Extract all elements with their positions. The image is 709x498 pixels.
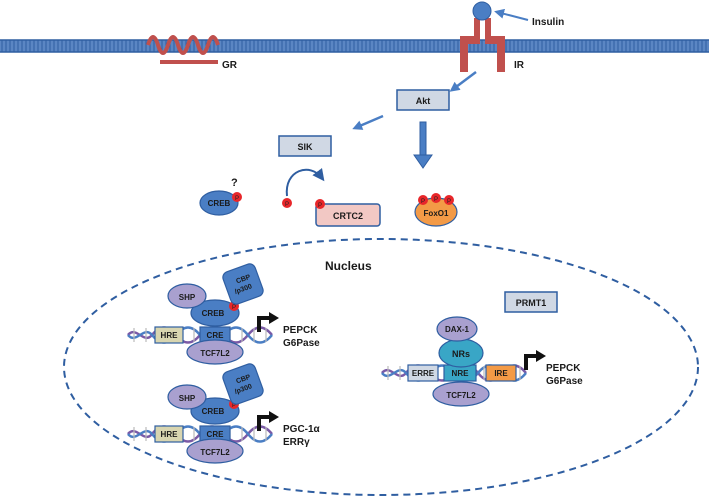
crtc2-box: CRTC2 (315, 203, 381, 227)
cbp-label-2: CBP (235, 374, 252, 386)
prmt1-box: PRMT1 (504, 291, 558, 313)
shp-1 (167, 283, 207, 309)
phospho-label: P (235, 196, 239, 202)
erre-label: ERRE (412, 369, 435, 378)
creb-label-1: CREB (202, 309, 225, 318)
free-phospho: P (282, 198, 292, 208)
nre-label: NRE (452, 369, 470, 378)
dax1-protein (436, 316, 478, 342)
target-gene-2b: ERRγ (283, 437, 310, 448)
hre-label-1: HRE (161, 331, 179, 340)
ire-box (485, 364, 517, 382)
phospho-label: P (434, 197, 438, 203)
cell-membrane (0, 39, 709, 53)
shp-2 (167, 384, 207, 410)
nucleus-title: Nucleus (325, 259, 372, 273)
cre-label-2: CRE (207, 430, 225, 439)
target-gene-1b: G6Pase (283, 338, 320, 349)
transcription-arrow-3 (524, 348, 548, 372)
sik-box: SIK (278, 135, 332, 157)
phospho-label: P (232, 403, 236, 409)
complex-1: HRE CRE TCF7L2 CREB P SHP CBP /p300 PEPC… (126, 263, 320, 365)
creb-nuclear-2 (190, 397, 240, 425)
target-gene-2a: PGC-1α (283, 424, 321, 435)
insulin-label: Insulin (532, 17, 564, 28)
gr-label: GR (222, 60, 238, 71)
crtc2-phospho-site: P (315, 199, 325, 209)
akt-box: Akt (396, 89, 450, 111)
tcf7l2-label-1: TCF7L2 (200, 349, 230, 358)
ir-to-akt-arrow (449, 71, 477, 92)
sik-phosphorylation-arrow (285, 168, 325, 197)
transcription-arrow-2 (257, 409, 281, 433)
creb-cytoplasm: CREB (199, 190, 239, 216)
nucleus-boundary (63, 238, 699, 496)
phospho-label: P (421, 199, 425, 205)
hre-label-2: HRE (161, 430, 179, 439)
tcf7l2-2 (186, 438, 244, 464)
sik-label: SIK (297, 142, 313, 152)
cbp-label-1: CBP (235, 274, 252, 286)
akt-to-sik-arrow (352, 114, 384, 130)
creb-cyto-label: CREB (208, 199, 231, 208)
creb-label-2: CREB (202, 407, 225, 416)
cbp-p300-1 (222, 263, 264, 305)
tcf7l2-label-3: TCF7L2 (446, 391, 476, 400)
foxo1-phospho-sites: P P P (418, 193, 454, 205)
phospho-label: P (285, 202, 289, 208)
phospho-label: P (232, 305, 236, 311)
ir-label: IR (514, 60, 525, 71)
foxo1-label: FoxO1 (424, 209, 449, 218)
creb-phospho-site: P (232, 192, 242, 202)
insulin-pointer-arrow (494, 8, 529, 21)
erre-box (407, 364, 439, 382)
prmt1-label: PRMT1 (516, 298, 547, 308)
nrs-label: NRs (452, 349, 470, 359)
phospho-label: P (447, 199, 451, 205)
phospho-label: P (318, 203, 322, 209)
target-gene-3a: PEPCK (546, 363, 581, 374)
complex-2: HRE CRE TCF7L2 CREB P SHP CBP /p300 PGC-… (126, 363, 321, 464)
hre-box-2 (154, 425, 184, 443)
hre-box-1 (154, 326, 184, 344)
insulin-receptor (460, 18, 505, 72)
tcf7l2-1 (186, 339, 244, 365)
transcription-arrow-1 (257, 310, 281, 334)
gr-receptor (146, 35, 220, 64)
tcf7l2-label-2: TCF7L2 (200, 448, 230, 457)
target-gene-1a: PEPCK (283, 325, 318, 336)
akt-label: Akt (416, 96, 431, 106)
tcf7l2-3 (432, 381, 490, 407)
cbp-p300-2 (222, 363, 264, 405)
dax1-label: DAX-1 (445, 325, 470, 334)
cre-label-1: CRE (207, 331, 225, 340)
insulin-ligand (472, 1, 492, 21)
target-gene-3b: G6Pase (546, 376, 583, 387)
shp-label-1: SHP (179, 293, 196, 302)
complex-3: ERRE NRE IRE TCF7L2 NRs DAX-1 PEPCK G6Pa… (380, 316, 583, 407)
creb-nuclear-1 (190, 299, 240, 327)
akt-to-foxo1-arrow (413, 121, 433, 169)
creb-question-mark: ? (231, 177, 238, 189)
shp-label-2: SHP (179, 394, 196, 403)
crtc2-label: CRTC2 (333, 211, 363, 221)
ire-label: IRE (494, 369, 508, 378)
